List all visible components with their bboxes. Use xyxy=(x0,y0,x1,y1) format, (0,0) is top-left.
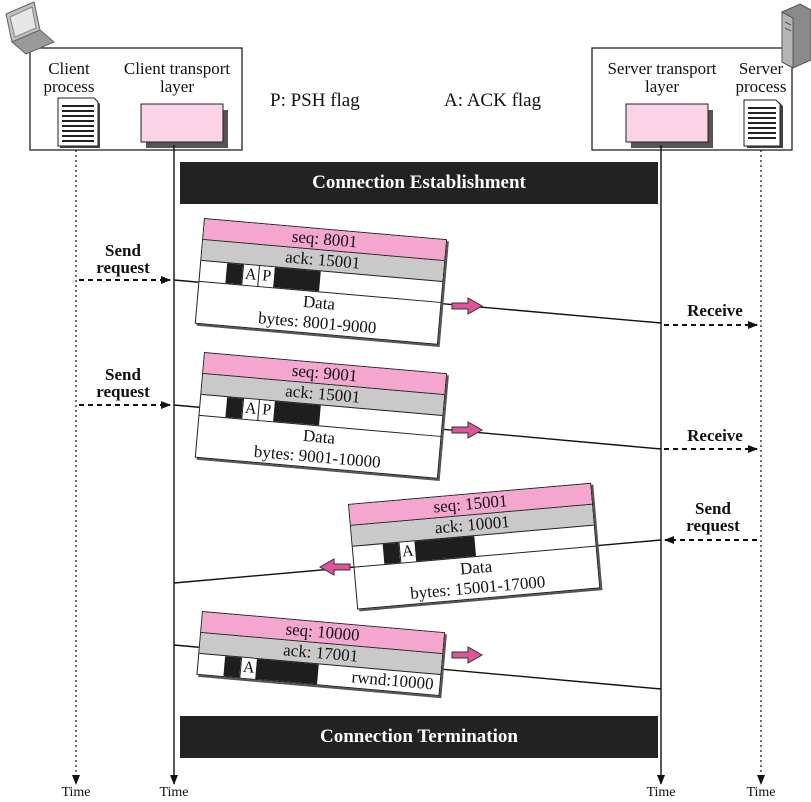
server-transport-label: Server transport layer xyxy=(607,59,717,96)
psh-flag-legend: P: PSH flag xyxy=(270,90,360,111)
send-request-label-1: Send request xyxy=(96,241,150,277)
server-transport-box xyxy=(625,103,713,148)
direction-arrow-1 xyxy=(451,297,484,315)
direction-arrow-3 xyxy=(318,558,351,576)
server-document-icon xyxy=(743,99,783,148)
segment-1: seq: 8001 ack: 15001 A P Data bytes: 800… xyxy=(194,218,448,345)
server-process-label: Server process xyxy=(735,59,787,96)
send-request-label-3: Send request xyxy=(686,499,740,535)
client-document-icon xyxy=(57,97,100,148)
server-tower-icon xyxy=(781,3,811,69)
time-label-server-transport: Time xyxy=(646,785,676,800)
direction-arrow-2 xyxy=(451,421,484,439)
client-transport-label: Client transport layer xyxy=(123,59,231,96)
segment-3: seq: 15001 ack: 10001 A Data bytes: 1500… xyxy=(348,482,601,610)
ack-flag-legend: A: ACK flag xyxy=(444,90,542,111)
time-label-client-process: Time xyxy=(61,785,91,800)
client-process-label: Client process xyxy=(43,59,95,96)
time-label-server-process: Time xyxy=(746,785,776,800)
connection-establishment-banner: Connection Establishment xyxy=(180,162,658,204)
receive-label-2: Receive xyxy=(687,426,743,445)
time-label-client-transport: Time xyxy=(159,785,189,800)
connection-termination-banner: Connection Termination xyxy=(180,716,658,758)
laptop-icon xyxy=(5,1,55,55)
segment-2: seq: 9001 ack: 15001 A P Data bytes: 900… xyxy=(194,352,448,479)
client-transport-box xyxy=(140,103,228,148)
send-request-label-2: Send request xyxy=(96,365,150,401)
direction-arrow-4 xyxy=(451,646,484,664)
receive-label-1: Receive xyxy=(687,301,743,320)
